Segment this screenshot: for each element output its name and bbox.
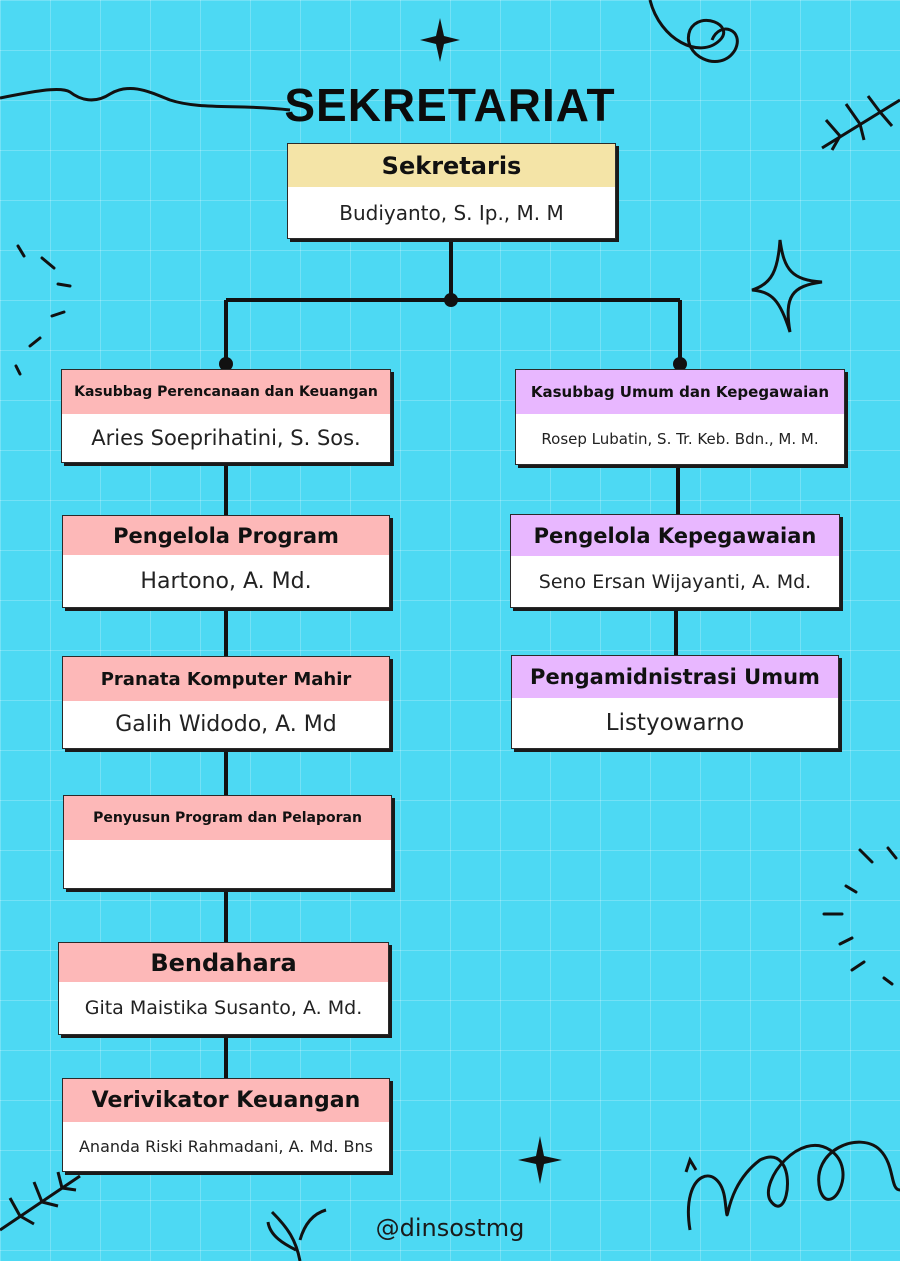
person-name: Gita Maistika Susanto, A. Md. [59, 982, 388, 1034]
junction-dot [219, 357, 233, 371]
branch-doodle [821, 95, 900, 151]
org-box-pengelola-kepegawaian: Pengelola Kepegawaian Seno Ersan Wijayan… [510, 514, 840, 608]
role-label: Pengelola Kepegawaian [511, 515, 839, 556]
role-label: Pranata Komputer Mahir [63, 657, 389, 701]
dash-doodle [14, 244, 72, 376]
squiggle-doodle [0, 86, 291, 112]
person-name: Seno Ersan Wijayanti, A. Md. [511, 556, 839, 607]
sparkle-icon [420, 18, 460, 62]
junction-dot [444, 293, 458, 307]
person-name: Rosep Lubatin, S. Tr. Keb. Bdn., M. M. [516, 414, 844, 464]
org-box-kasubbag-umum: Kasubbag Umum dan Kepegawaian Rosep Luba… [515, 369, 845, 465]
person-name: Ananda Riski Rahmadani, A. Md. Bns [63, 1122, 389, 1171]
page-title: SEKRETARIAT [284, 79, 616, 131]
org-box-sekretaris: Sekretaris Budiyanto, S. Ip., M. M [287, 143, 616, 239]
role-label: Verivikator Keuangan [63, 1079, 389, 1122]
person-name: Hartono, A. Md. [63, 555, 389, 607]
sparkle-outline-icon [751, 239, 823, 333]
role-label: Pengelola Program [63, 516, 389, 555]
person-name [64, 840, 391, 888]
role-label: Bendahara [59, 943, 388, 982]
org-box-kasubbag-perencanaan: Kasubbag Perencanaan dan Keuangan Aries … [61, 369, 391, 463]
scribble-doodle [648, 0, 739, 63]
org-box-penyusun-program: Penyusun Program dan Pelaporan [63, 795, 392, 889]
branch-doodle-bottom [0, 1171, 81, 1232]
sparkle-icon-bottom [518, 1136, 562, 1184]
org-box-bendahara: Bendahara Gita Maistika Susanto, A. Md. [58, 942, 389, 1035]
role-label: Pengamidnistrasi Umum [512, 656, 838, 698]
role-label: Kasubbag Perencanaan dan Keuangan [62, 370, 390, 414]
person-name: Galih Widodo, A. Md [63, 701, 389, 748]
org-box-pranata-komputer: Pranata Komputer Mahir Galih Widodo, A. … [62, 656, 390, 749]
person-name: Aries Soeprihatini, S. Sos. [62, 414, 390, 462]
plant-doodle [266, 1208, 327, 1261]
dash-doodle-right [822, 846, 898, 986]
person-name: Listyowarno [512, 698, 838, 748]
role-label: Penyusun Program dan Pelaporan [64, 796, 391, 840]
org-box-pengelola-program: Pengelola Program Hartono, A. Md. [62, 515, 390, 608]
social-handle: @dinsostmg [375, 1214, 525, 1242]
junction-dot [673, 357, 687, 371]
person-name: Budiyanto, S. Ip., M. M [288, 187, 615, 238]
loop-doodle [686, 1140, 900, 1231]
org-box-pengamidnistrasi-umum: Pengamidnistrasi Umum Listyowarno [511, 655, 839, 749]
org-box-verivikator-keuangan: Verivikator Keuangan Ananda Riski Rahmad… [62, 1078, 390, 1172]
role-label: Sekretaris [288, 144, 615, 187]
role-label: Kasubbag Umum dan Kepegawaian [516, 370, 844, 414]
